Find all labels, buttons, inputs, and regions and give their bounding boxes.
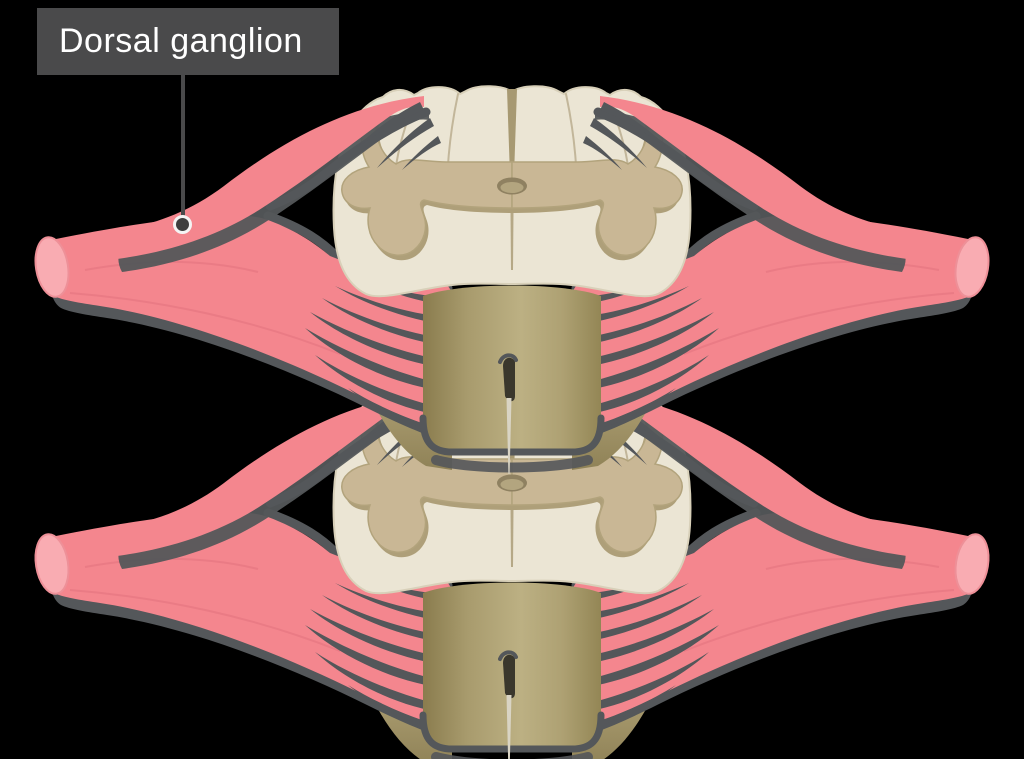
label-text: Dorsal ganglion — [59, 22, 303, 60]
dorsal-ganglion-marker-dot — [173, 215, 192, 234]
label-dorsal-ganglion: Dorsal ganglion — [37, 8, 339, 75]
label-leader-line — [181, 75, 185, 216]
spinal-cord-segment-upper — [32, 86, 993, 474]
